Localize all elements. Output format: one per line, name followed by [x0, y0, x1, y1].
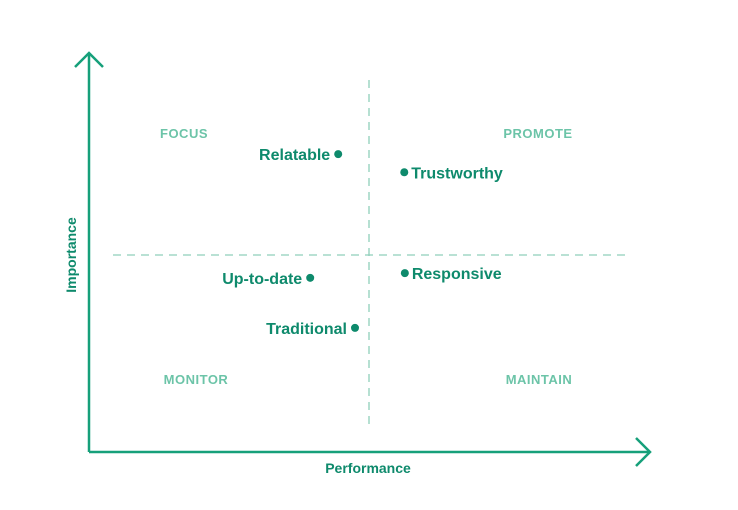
- point-label: Responsive: [412, 266, 502, 283]
- point-label: Traditional: [266, 321, 347, 338]
- y-axis-label: Importance: [63, 217, 79, 293]
- quadrant-label-monitor: MONITOR: [164, 372, 229, 387]
- point-marker: [306, 273, 315, 282]
- quadrant-labels: FOCUS PROMOTE MONITOR MAINTAIN: [160, 126, 573, 387]
- x-axis-arrow: [635, 437, 652, 467]
- point-label: Up-to-date: [222, 271, 302, 288]
- quadrant-label-maintain: MAINTAIN: [506, 372, 573, 387]
- y-axis-arrow: [74, 51, 104, 68]
- point-marker: [351, 323, 359, 332]
- quadrant-label-focus: FOCUS: [160, 126, 208, 141]
- axes: Performance Importance: [63, 51, 652, 476]
- x-axis-label: Performance: [325, 460, 411, 476]
- point-marker: [334, 150, 343, 159]
- point-marker: [400, 168, 409, 177]
- point-label: Trustworthy: [411, 165, 503, 182]
- point-label: Relatable: [259, 147, 330, 164]
- quadrant-label-promote: PROMOTE: [503, 126, 572, 141]
- point-marker: [400, 269, 409, 278]
